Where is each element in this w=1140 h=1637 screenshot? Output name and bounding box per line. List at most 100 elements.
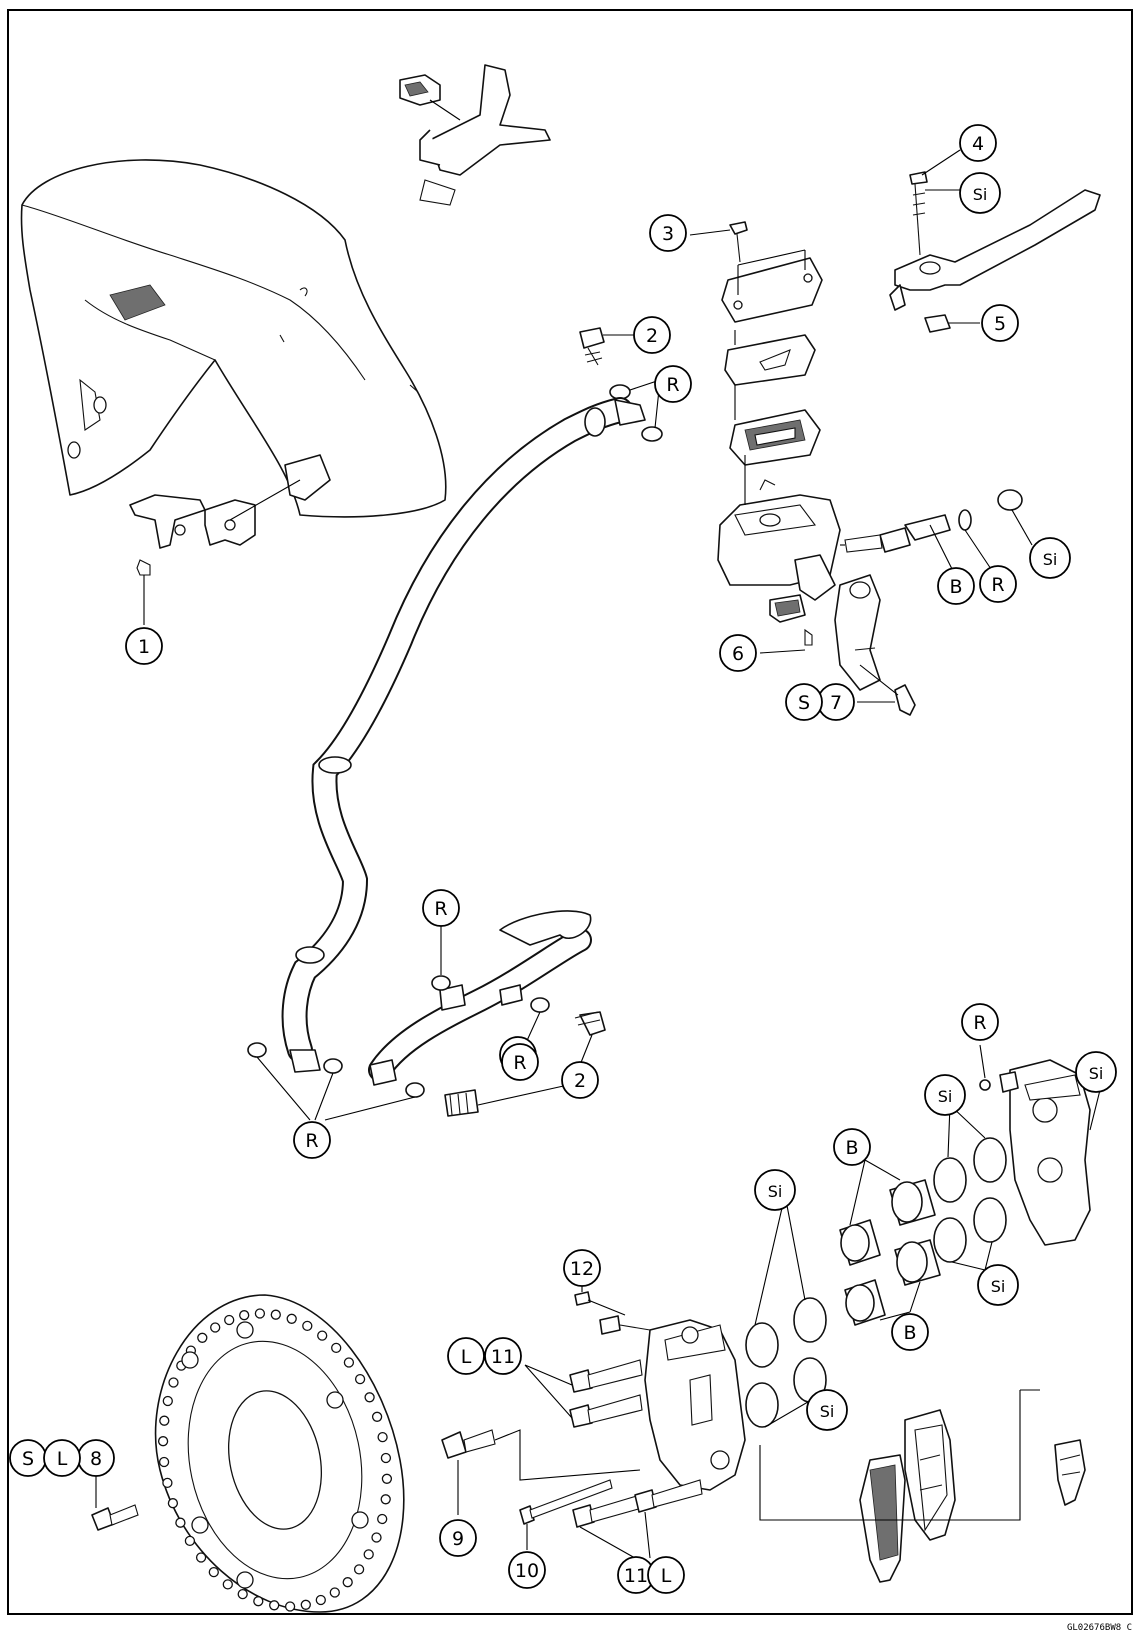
callout-rF: R — [979, 565, 1017, 603]
callout-c12: 12 — [563, 1249, 601, 1287]
leader-3 — [689, 229, 731, 236]
callout-bA: B — [937, 567, 975, 605]
disc-perforation — [239, 1310, 250, 1321]
washer-low-1 — [431, 975, 451, 991]
callout-text: Si — [991, 1277, 1006, 1296]
callout-text: L — [661, 1565, 672, 1587]
disc-perforation — [380, 1452, 392, 1464]
master-clamp — [834, 574, 881, 691]
callout-circle — [959, 124, 997, 162]
callout-circle — [977, 1264, 1019, 1306]
disc-perforation — [329, 1587, 340, 1598]
callout-c1: 1 — [125, 627, 163, 665]
disc-perforation — [184, 1535, 196, 1547]
banjo-bolt-top — [579, 327, 605, 366]
brake-pad-1 — [859, 1454, 906, 1583]
disc-perforation — [175, 1517, 186, 1528]
callout-circle — [508, 1551, 546, 1589]
callout-text: 5 — [994, 313, 1006, 335]
leader-r-low — [256, 1056, 416, 1121]
leader-b-master — [929, 524, 956, 576]
callout-text: 2 — [646, 325, 658, 347]
callout-text: 12 — [570, 1258, 594, 1280]
washer-caliper — [979, 1079, 991, 1091]
callout-circle — [647, 1556, 685, 1594]
caliper-bolt-11c — [572, 1479, 703, 1528]
seal-6 — [973, 1137, 1007, 1183]
disc-perforation — [331, 1342, 342, 1354]
pad-spring — [1054, 1439, 1086, 1506]
callout-siE: Si — [754, 1169, 796, 1211]
callout-lB: L — [43, 1439, 81, 1477]
seal-1 — [745, 1322, 779, 1368]
callout-text: S — [22, 1448, 34, 1470]
disc-perforation — [377, 1513, 388, 1525]
disc-perforation — [315, 1594, 326, 1606]
brake-lever — [889, 189, 1101, 311]
callout-circle — [654, 365, 692, 403]
disc-perforation — [353, 1564, 365, 1575]
bleeder-12 — [574, 1291, 591, 1306]
callout-text: 11 — [491, 1346, 515, 1368]
disc-perforation — [222, 1579, 233, 1590]
callout-c6: 6 — [719, 634, 757, 672]
screw-3 — [729, 221, 748, 263]
callout-bB: B — [833, 1128, 871, 1166]
callout-circle — [422, 889, 460, 927]
callout-text: 8 — [90, 1448, 102, 1470]
disc-perforation — [363, 1549, 374, 1560]
callout-circle — [833, 1128, 871, 1166]
callout-circle — [561, 1061, 599, 1099]
seal-3 — [745, 1382, 779, 1428]
brake-pad-2 — [904, 1409, 956, 1541]
disc-perforation — [254, 1308, 266, 1319]
disc-perforation — [269, 1600, 280, 1611]
callout-circle — [719, 634, 757, 672]
piston-assembly — [840, 489, 1023, 553]
disc-perforation — [197, 1332, 208, 1343]
callout-rD: R — [293, 1121, 331, 1159]
disc-perforation — [210, 1322, 221, 1333]
diaphragm — [729, 409, 821, 466]
callout-circle — [891, 1313, 929, 1351]
disc-perforation — [343, 1357, 355, 1368]
front-fender — [20, 159, 447, 518]
callout-c9: 9 — [439, 1519, 477, 1557]
callout-text: 4 — [972, 133, 984, 155]
callout-c2a: 2 — [633, 316, 671, 354]
callout-siB: Si — [1029, 537, 1071, 579]
leader-12 — [581, 1285, 626, 1316]
callout-text: S — [798, 692, 810, 714]
callout-circle — [501, 1043, 539, 1081]
banjo-bolt-mid — [574, 1011, 606, 1036]
disc-perforation — [162, 1477, 173, 1489]
disc-perforation — [286, 1313, 297, 1324]
disc-perforation — [224, 1314, 235, 1326]
callout-text: Si — [1089, 1064, 1104, 1083]
washer-low-2 — [530, 997, 550, 1013]
callout-text: R — [666, 374, 679, 396]
callout-circle — [439, 1519, 477, 1557]
callout-circle — [293, 1121, 331, 1159]
callout-circle — [563, 1249, 601, 1287]
callout-c4: 4 — [959, 124, 997, 162]
callout-text: B — [903, 1322, 916, 1344]
leader-pad-bracket — [759, 1389, 1040, 1521]
diagram-frame — [7, 9, 1133, 1615]
washer-top-1 — [609, 384, 631, 400]
screw-6 — [804, 628, 813, 646]
callout-circle — [806, 1389, 848, 1431]
seal-7 — [933, 1217, 967, 1263]
callout-circle — [447, 1337, 485, 1375]
diaphragm-plate — [724, 334, 816, 386]
caliper-bolt-11b — [569, 1394, 643, 1428]
disc-perforation — [158, 1456, 170, 1468]
callout-c5: 5 — [981, 304, 1019, 342]
callout-lC: L — [647, 1556, 685, 1594]
leader-si-master — [1011, 509, 1033, 546]
callout-text: B — [949, 576, 962, 598]
disc-perforation — [237, 1588, 248, 1600]
callout-siC: Si — [1075, 1051, 1117, 1093]
callout-rE: R — [961, 1003, 999, 1041]
